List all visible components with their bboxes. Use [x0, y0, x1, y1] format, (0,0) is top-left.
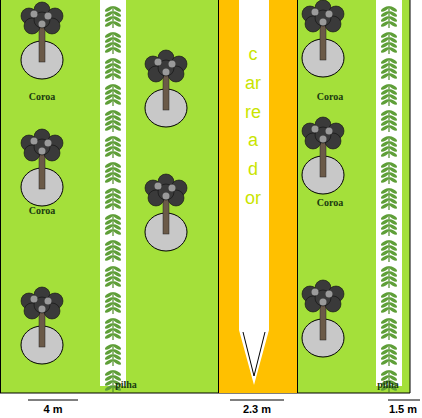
- crown-label: Coroa: [317, 198, 343, 208]
- pile-label: pilha: [377, 380, 399, 390]
- palm-leaf: [104, 161, 121, 184]
- palm-leaf: [104, 135, 121, 158]
- palm-leaf: [104, 265, 121, 288]
- palm-leaf: [380, 291, 397, 314]
- dimension-line: [230, 400, 284, 401]
- palm-leaf: [380, 187, 397, 210]
- pile-label: pilha: [115, 380, 137, 390]
- palm-leaf: [104, 83, 121, 106]
- palm-tree: [145, 174, 187, 251]
- crown-label: Coroa: [29, 206, 55, 216]
- border-line: [0, 393, 410, 394]
- palm-leaf: [104, 31, 121, 54]
- dimension-label: 4 m: [44, 404, 63, 415]
- palm-leaf: [380, 31, 397, 54]
- palm-leaf: [380, 135, 397, 158]
- palm-leaf: [380, 239, 397, 262]
- crown-label: Coroa: [317, 92, 343, 102]
- palm-leaf: [380, 265, 397, 288]
- palm-tree: [302, 0, 344, 77]
- palm-leaf: [380, 5, 397, 28]
- palm-leaf: [104, 57, 121, 80]
- palm-leaf: [104, 213, 121, 236]
- palm-leaf: [104, 187, 121, 210]
- palm-leaf: [104, 343, 121, 366]
- palm-leaf: [104, 291, 121, 314]
- dimension-line: [28, 400, 78, 401]
- palm-tree: [302, 280, 344, 357]
- palm-leaf: [104, 317, 121, 340]
- green-strip: [0, 0, 218, 393]
- palm-leaf: [380, 343, 397, 366]
- dimension-label: 1.5 m: [389, 404, 417, 415]
- road-label: carreador: [244, 40, 262, 213]
- palm-leaf: [104, 239, 121, 262]
- palm-tree: [21, 287, 63, 364]
- palm-leaf: [380, 109, 397, 132]
- palm-tree: [302, 117, 344, 194]
- palm-leaf: [380, 83, 397, 106]
- palm-leaf: [380, 161, 397, 184]
- palm-leaf: [380, 213, 397, 236]
- pilha-strip: [376, 0, 402, 386]
- palm-leaf: [380, 317, 397, 340]
- pilha-strip: [100, 0, 126, 386]
- palm-tree: [145, 50, 187, 127]
- palm-leaf: [380, 57, 397, 80]
- palm-tree: [21, 129, 63, 206]
- palm-tree: [21, 2, 63, 79]
- palm-leaf: [104, 5, 121, 28]
- crown-label: Coroa: [29, 92, 55, 102]
- dimension-label: 2.3 m: [243, 404, 271, 415]
- border-line: [410, 0, 411, 393]
- border-line: [0, 0, 1, 393]
- green-strip: [298, 0, 410, 393]
- dimension-line: [388, 400, 420, 401]
- road-band: carreador: [218, 0, 298, 393]
- palm-leaf: [104, 109, 121, 132]
